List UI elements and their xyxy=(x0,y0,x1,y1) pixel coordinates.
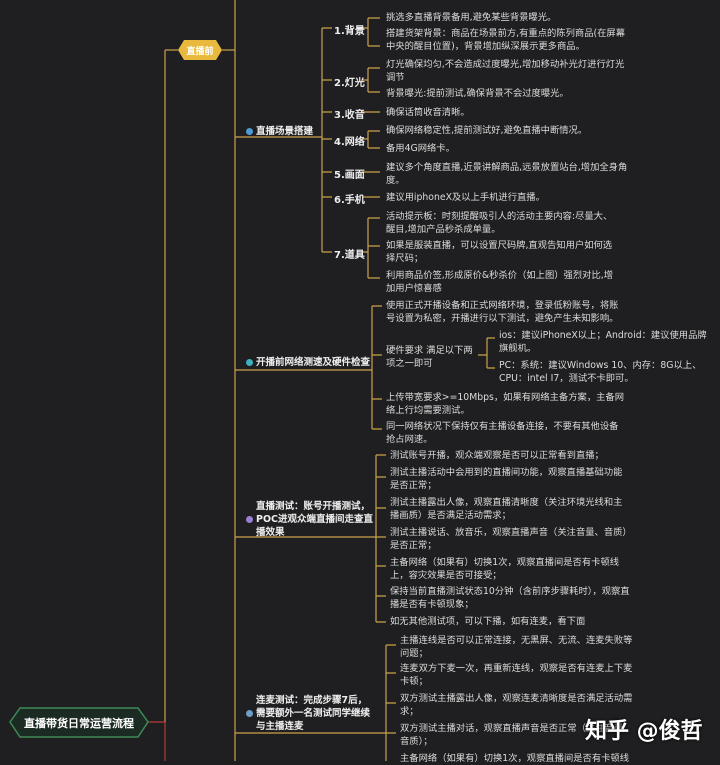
topic-hardware[interactable]: 硬件要求 满足以下两项之一即可 xyxy=(386,345,473,369)
leaf: 同一网络状况下保持仅有主播设备连接，不要有其他设备抢占网速。 xyxy=(386,421,619,445)
bullet-icon xyxy=(246,710,253,717)
topic-lighting[interactable]: 2.灯光 xyxy=(334,78,365,89)
branch-title: 连麦测试：完成步骤7后，需要额外一名测试同学继续与主播连麦 xyxy=(256,695,371,732)
leaf: 双方测试主播对话，观察直播声音是否正常（关注音量、音质）； xyxy=(400,723,633,747)
leaf: 灯光确保均匀,不会造成过度曝光,增加移动补光灯进行灯光调节 xyxy=(386,59,625,83)
leaf: 如果是服装直播，可以设置尺码牌,直观告知用户如何选择尺码； xyxy=(386,240,613,264)
branch-mic-link-test[interactable]: 连麦测试：完成步骤7后，需要额外一名测试同学继续与主播连麦 xyxy=(246,694,376,733)
root-node[interactable]: 直播带货日常运营流程 xyxy=(24,716,134,730)
branch-network-hardware[interactable]: 开播前网络测速及硬件检查 xyxy=(246,356,370,369)
stage-node-shape xyxy=(178,40,222,60)
leaf: 确保网络稳定性,提前测试好,避免直播中断情况。 xyxy=(386,125,588,136)
watermark: 知乎 @俊哲 xyxy=(585,719,703,744)
leaf: 确保话筒收音清晰。 xyxy=(386,107,470,118)
leaf: 活动提示板：时刻提醒吸引人的活动主要内容:尽量大、醒目,增加产品秒杀成单量。 xyxy=(386,211,613,235)
topic-audio[interactable]: 3.收音 xyxy=(334,110,365,121)
stage-node[interactable]: 直播前 xyxy=(186,46,214,57)
leaf: 测试主播露出人像，观察直播清晰度（关注环境光线和主播画质）是否满足活动需求； xyxy=(390,497,623,521)
leaf: 保持当前直播测试状态10分钟（含前序步骤耗时），观察直播是否有卡顿现象； xyxy=(390,586,630,610)
branch-title: 直播场景搭建 xyxy=(256,126,314,137)
leaf: ios：建议iPhoneX以上；Android：建议使用品牌旗舰机。 xyxy=(499,330,707,354)
topic-background[interactable]: 1.背景 xyxy=(334,26,365,37)
branch-title: 开播前网络测速及硬件检查 xyxy=(256,357,371,368)
topic-network[interactable]: 4.网络 xyxy=(334,137,365,148)
leaf: 挑选多直播背景备用,避免某些背景曝光。 xyxy=(386,12,557,23)
bullet-icon xyxy=(246,516,253,523)
leaf: 如无其他测试项，可以下播，如有连麦，看下面 xyxy=(390,616,586,627)
branch-live-test[interactable]: 直播测试：账号开播测试，POC进观众端直播间走查直播效果 xyxy=(246,500,376,539)
leaf: 主播连线是否可以正常连接，无黑屏、无流、连麦失败等问题； xyxy=(400,635,633,659)
leaf: 利用商品价签,形成原价&秒杀价（如上图）强烈对比,增加用户惊喜感 xyxy=(386,270,613,294)
topic-picture[interactable]: 5.画面 xyxy=(334,170,365,181)
leaf: 测试主播说话、放音乐，观察直播声音（关注音量、音质）是否正常； xyxy=(390,527,628,551)
leaf: 主备网络（如果有）切换1次，观察直播间是否有卡顿线上，容灾效果是否可接受； xyxy=(390,557,620,581)
leaf: PC：系统：建议Windows 10、内存：8G以上、CPU：intel I7，… xyxy=(499,360,702,384)
leaf: 测试账号开播，观众端观察是否可以正常看到直播； xyxy=(390,450,604,461)
leaf: 建议多个角度直播,近景讲解商品,远景放置站台,增加全身角度。 xyxy=(386,162,628,186)
topic-props[interactable]: 7.道具 xyxy=(334,250,365,261)
leaf: 主备网络（如果有）切换1次，观察直播间是否有卡顿线 xyxy=(400,753,630,764)
leaf: 连麦双方下麦一次，再重新连线，观察是否有连麦上下麦卡顿； xyxy=(400,663,633,687)
leaf: 背景曝光:提前测试,确保背景不会过度曝光。 xyxy=(386,88,569,99)
bullet-icon xyxy=(246,359,253,366)
leaf: 上传带宽要求>=10Mbps，如果有网络主备方案，主备网络上行均需要测试。 xyxy=(386,392,625,416)
leaf: 建议用iphoneX及以上手机进行直播。 xyxy=(386,192,545,203)
leaf: 测试主播活动中会用到的直播间功能，观察直播基础功能是否正常； xyxy=(390,467,623,491)
branch-scene-setup[interactable]: 直播场景搭建 xyxy=(246,125,313,138)
branch-title: 直播测试：账号开播测试，POC进观众端直播间走查直播效果 xyxy=(256,501,374,538)
root-node-shape xyxy=(9,707,149,738)
topic-phone[interactable]: 6.手机 xyxy=(334,195,365,206)
leaf: 搭建货架背景：商品在场景前方,有重点的陈列商品(在屏幕中央的醒目位置)，背景增加… xyxy=(386,28,626,52)
leaf: 使用正式开播设备和正式网络环境，登录低粉账号，将账号设置为私密，开播进行以下测试… xyxy=(386,300,619,324)
leaf: 双方测试主播露出人像，观察连麦清晰度是否满足活动需求； xyxy=(400,693,633,717)
leaf: 备用4G网络卡。 xyxy=(386,143,455,154)
bullet-icon xyxy=(246,128,253,135)
